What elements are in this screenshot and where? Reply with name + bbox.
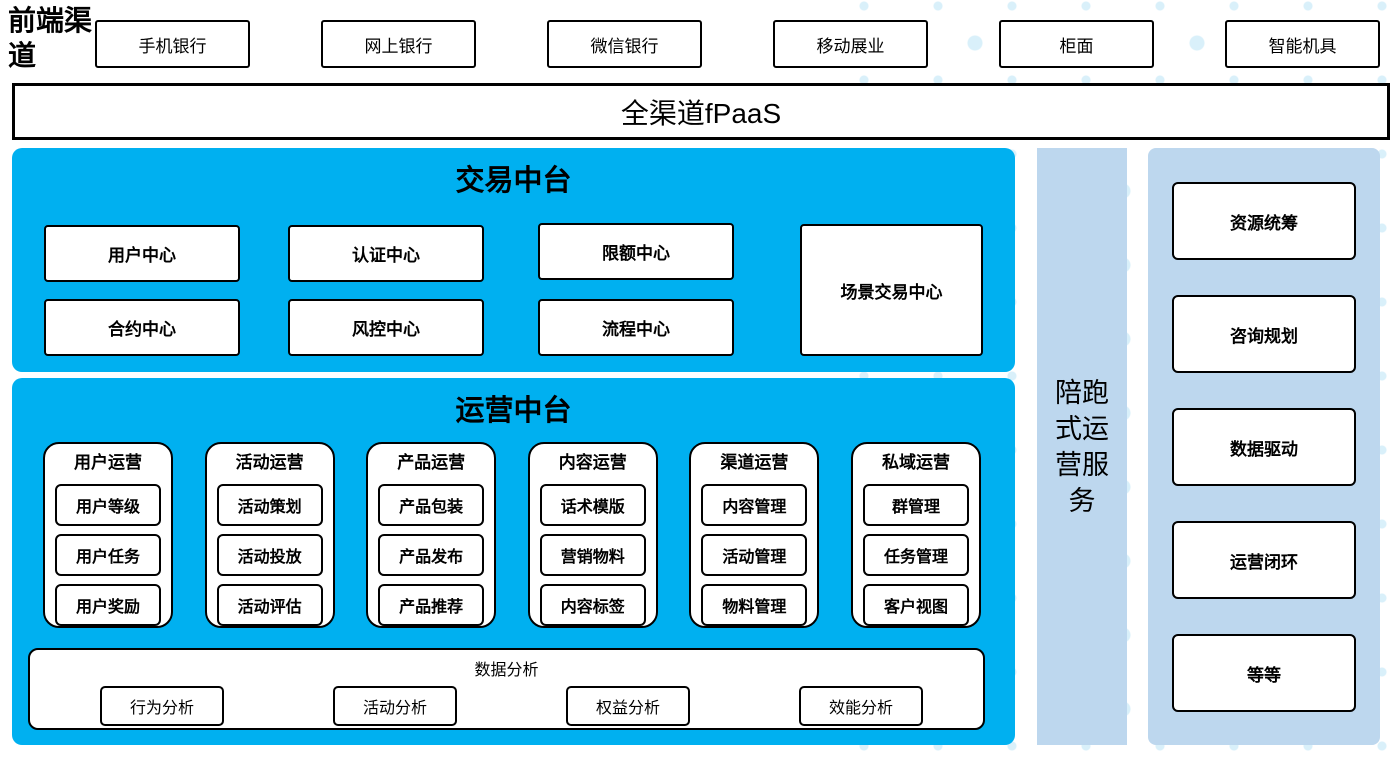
- ops-column-title: 渠道运营: [720, 453, 789, 472]
- service-box-data-driven: 数据驱动: [1172, 408, 1356, 486]
- ops-column-content: 内容运营 话术模版 营销物料 内容标签: [527, 442, 658, 628]
- operation-platform-panel: 运营中台 用户运营 用户等级 用户任务 用户奖励 活动运营 活动策划 活动投放 …: [12, 378, 1015, 745]
- ops-column-title: 用户运营: [74, 453, 142, 472]
- channel-box-mobile-marketing: 移动展业: [773, 20, 928, 68]
- channel-box-online-banking: 网上银行: [321, 20, 476, 68]
- ops-column-user: 用户运营 用户等级 用户任务 用户奖励: [43, 442, 173, 628]
- trade-box-auth-center: 认证中心: [288, 225, 484, 282]
- analysis-box-behavior: 行为分析: [100, 686, 224, 726]
- ops-item: 群管理: [862, 484, 969, 526]
- ops-item: 活动管理: [701, 534, 808, 576]
- data-analysis-title: 数据分析: [474, 662, 539, 679]
- service-box-resource-planning: 资源统筹: [1172, 182, 1356, 260]
- ops-column-private-domain: 私域运营 群管理 任务管理 客户视图: [850, 442, 981, 628]
- ops-item: 话术模版: [539, 484, 646, 526]
- service-panel: 资源统筹 咨询规划 数据驱动 运营闭环 等等: [1148, 148, 1380, 745]
- ops-column-title: 内容运营: [558, 453, 627, 472]
- ops-item: 客户视图: [862, 584, 969, 626]
- ops-item: 内容管理: [701, 484, 808, 526]
- ops-item: 活动投放: [216, 534, 323, 576]
- analysis-box-activity: 活动分析: [333, 686, 457, 726]
- trade-box-limit-center: 限额中心: [538, 223, 734, 280]
- data-analysis-row: 行为分析 活动分析 权益分析 效能分析: [30, 680, 983, 726]
- trade-platform-title: 交易中台: [455, 165, 572, 197]
- ops-column-title: 产品运营: [397, 453, 466, 472]
- ops-column-title: 私域运营: [881, 453, 950, 472]
- trade-box-scene-trade-center: 场景交易中心: [800, 224, 983, 356]
- ops-item: 内容标签: [539, 584, 646, 626]
- ops-item: 产品包装: [378, 484, 485, 526]
- companion-service-label: 陪跑式运营服务: [1055, 377, 1109, 516]
- ops-item: 营销物料: [539, 534, 646, 576]
- service-box-etc: 等等: [1172, 634, 1356, 712]
- trade-box-process-center: 流程中心: [538, 299, 734, 356]
- fpaas-label: 全渠道fPaaS: [620, 97, 782, 129]
- channel-box-mobile-banking: 手机银行: [95, 20, 250, 68]
- ops-item: 任务管理: [862, 534, 969, 576]
- analysis-box-rights: 权益分析: [566, 686, 690, 726]
- front-channels-row: 手机银行 网上银行 微信银行 移动展业 柜面 智能机具: [95, 20, 1380, 68]
- trade-box-risk-center: 风控中心: [288, 299, 484, 356]
- trade-platform-panel: 交易中台 用户中心 认证中心 限额中心 合约中心 风控中心 流程中心 场景交易中…: [12, 148, 1015, 372]
- ops-item: 用户任务: [55, 534, 161, 576]
- channel-box-wechat-banking: 微信银行: [547, 20, 702, 68]
- channel-box-smart-devices: 智能机具: [1225, 20, 1380, 68]
- trade-box-user-center: 用户中心: [44, 225, 240, 282]
- ops-column-product: 产品运营 产品包装 产品发布 产品推荐: [366, 442, 497, 628]
- companion-service-bar: 陪跑式运营服务: [1037, 148, 1127, 745]
- ops-item: 活动策划: [216, 484, 323, 526]
- operation-columns-row: 用户运营 用户等级 用户任务 用户奖励 活动运营 活动策划 活动投放 活动评估 …: [43, 442, 981, 628]
- ops-column-channel: 渠道运营 内容管理 活动管理 物料管理: [689, 442, 820, 628]
- data-analysis-container: 数据分析 行为分析 活动分析 权益分析 效能分析: [28, 648, 985, 730]
- service-box-operation-loop: 运营闭环: [1172, 521, 1356, 599]
- ops-item: 用户等级: [55, 484, 161, 526]
- ops-column-title: 活动运营: [235, 453, 304, 472]
- trade-box-contract-center: 合约中心: [44, 299, 240, 356]
- front-channels-label: 前端渠道: [8, 6, 93, 72]
- channel-box-counter: 柜面: [999, 20, 1154, 68]
- ops-item: 用户奖励: [55, 584, 161, 626]
- ops-column-activity: 活动运营 活动策划 活动投放 活动评估: [204, 442, 335, 628]
- operation-platform-title: 运营中台: [455, 395, 572, 427]
- service-box-consulting: 咨询规划: [1172, 295, 1356, 373]
- ops-item: 产品发布: [378, 534, 485, 576]
- ops-item: 产品推荐: [378, 584, 485, 626]
- ops-item: 物料管理: [701, 584, 808, 626]
- analysis-box-efficiency: 效能分析: [799, 686, 923, 726]
- ops-item: 活动评估: [216, 584, 323, 626]
- fpaas-bar: 全渠道fPaaS: [12, 83, 1390, 140]
